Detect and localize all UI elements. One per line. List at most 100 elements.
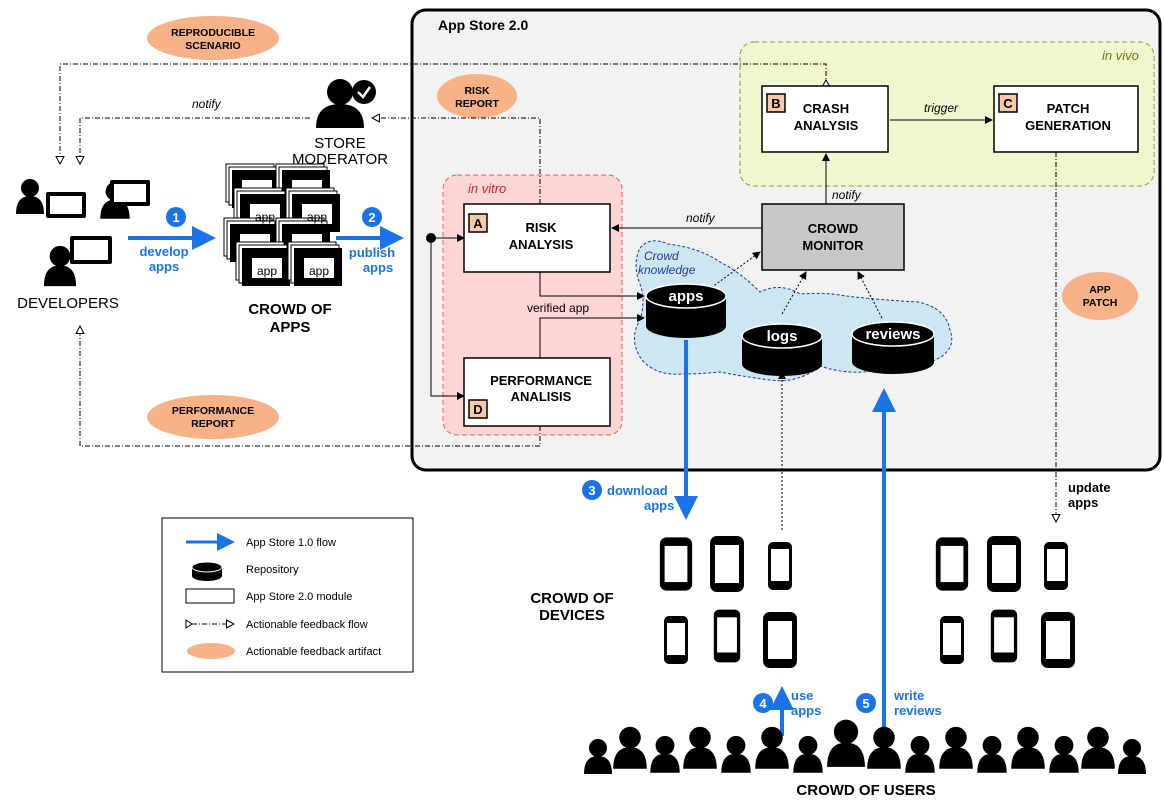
step-3-line1: download	[607, 483, 668, 498]
performance-badge: D	[473, 402, 482, 417]
flow-logs-to-monitor	[781, 271, 807, 315]
developers-icon	[16, 179, 150, 287]
flow-risk-report	[372, 118, 541, 204]
artifact-app-patch	[1062, 272, 1138, 320]
step-2-line1: publish	[349, 245, 395, 260]
moderator-icon	[316, 79, 376, 128]
flow-performance-report	[80, 326, 541, 447]
artifact-risk-report	[437, 74, 517, 118]
repository-apps: apps	[645, 283, 727, 338]
repository-reviews: reviews	[851, 321, 935, 374]
legend-label-2: Repository	[246, 564, 299, 576]
developers-label: DEVELOPERS	[17, 295, 119, 312]
step-1: 1 develop apps	[139, 207, 189, 274]
legend-artifact-swatch	[187, 643, 235, 659]
legend-label-4: Actionable feedback flow	[246, 619, 368, 631]
notify-crash-label: notify	[832, 188, 862, 202]
app-label-1: app	[255, 210, 275, 224]
performance-title-1: PERFORMANCE	[490, 373, 592, 388]
repository-apps-label: apps	[668, 288, 703, 305]
flow-reproducible-scenario	[60, 63, 827, 164]
repository-logs: logs	[741, 323, 823, 376]
app-label-4: app	[309, 264, 329, 278]
step-5: 5 write reviews	[856, 688, 942, 718]
artifact-risk-line2: REPORT	[455, 98, 499, 110]
step-3: 3 download apps	[582, 480, 674, 513]
step-2: 2 publish apps	[349, 207, 395, 275]
monitor-title-1: CROWD	[808, 221, 859, 236]
flow-moderator-notify	[80, 117, 310, 164]
moderator-label-1: STORE	[314, 135, 365, 152]
legend-module-swatch	[185, 588, 235, 604]
artifact-app-patch-line2: PATCH	[1083, 297, 1118, 309]
crowd-users-label: CROWD OF USERS	[796, 782, 935, 799]
module-crash-analysis: B CRASH ANALYSIS	[761, 85, 889, 153]
in-vitro-label: in vitro	[468, 181, 506, 196]
app-store-title: App Store 2.0	[438, 17, 528, 33]
artifact-reproducible-scenario	[147, 16, 279, 60]
patch-title-2: GENERATION	[1025, 118, 1111, 133]
performance-title-2: ANALISIS	[511, 389, 572, 404]
legend-label-3: App Store 2.0 module	[246, 591, 352, 603]
step-5-line2: reviews	[894, 703, 942, 718]
step-5-num: 5	[862, 696, 869, 711]
app-label-2: app	[307, 210, 327, 224]
repository-logs-label: logs	[767, 328, 798, 345]
step-3-line2: apps	[644, 498, 674, 513]
crowd-of-devices-right	[935, 536, 1075, 668]
step-5-line1: write	[893, 688, 924, 703]
artifact-performance-line2: REPORT	[191, 418, 235, 430]
step-4-line2: apps	[791, 703, 821, 718]
crowd-of-devices-left	[659, 536, 797, 668]
crowd-devices-label-1: CROWD OF	[530, 590, 613, 607]
publish-junction	[426, 233, 436, 243]
risk-title-1: RISK	[525, 220, 557, 235]
risk-badge: A	[473, 216, 483, 231]
patch-title-1: PATCH	[1047, 101, 1090, 116]
step-3-num: 3	[588, 483, 595, 498]
artifact-reproducible-line2: SCENARIO	[185, 40, 240, 52]
moderator-notify-label: notify	[192, 97, 222, 111]
update-apps-line2: apps	[1068, 495, 1098, 510]
artifact-performance-line1: PERFORMANCE	[172, 405, 254, 417]
crowd-knowledge-label-2: knowledge	[638, 263, 696, 277]
flow-apps-to-monitor	[707, 251, 761, 291]
module-patch-generation: C PATCH GENERATION	[993, 85, 1139, 153]
crash-badge: B	[771, 96, 780, 111]
step-2-line2: apps	[363, 260, 393, 275]
module-performance-analysis: D PERFORMANCE ANALISIS	[463, 357, 611, 427]
step-1-num: 1	[172, 210, 179, 225]
flow-reviews-to-monitor	[857, 271, 883, 319]
artifact-risk-line1: RISK	[464, 85, 490, 97]
repository-reviews-label: reviews	[865, 326, 920, 343]
step-4-num: 4	[759, 696, 767, 711]
artifact-reproducible-line1: REPRODUCIBLE	[171, 27, 255, 39]
in-vivo-label: in vivo	[1102, 48, 1139, 63]
step-1-line1: develop	[139, 244, 188, 259]
crowd-apps-label-1: CROWD OF	[248, 301, 331, 318]
legend-label-1: App Store 1.0 flow	[246, 537, 336, 549]
legend-repository-swatch	[191, 561, 223, 581]
notify-risk-label: notify	[686, 211, 716, 225]
crash-title-2: ANALYSIS	[794, 118, 859, 133]
app-label-3: app	[257, 264, 277, 278]
legend: App Store 1.0 flow Repository App Store …	[161, 517, 414, 673]
step-4-line1: use	[791, 688, 813, 703]
crash-title-1: CRASH	[803, 101, 849, 116]
step-1-line2: apps	[149, 259, 179, 274]
risk-title-2: ANALYSIS	[509, 237, 574, 252]
patch-badge: C	[1003, 96, 1013, 111]
artifact-performance-report	[147, 395, 279, 439]
module-risk-analysis: A RISK ANALYSIS	[463, 203, 611, 273]
flow-perf-to-apps	[539, 314, 645, 358]
legend-label-5: Actionable feedback artifact	[246, 646, 381, 658]
crowd-of-users-icon	[584, 719, 1146, 774]
artifact-app-patch-line1: APP	[1089, 284, 1111, 296]
flow-risk-to-apps	[539, 272, 645, 300]
trigger-label: trigger	[924, 101, 959, 115]
monitor-title-2: MONITOR	[802, 238, 864, 253]
module-crowd-monitor: CROWD MONITOR	[761, 203, 905, 271]
step-4: 4 use apps	[753, 688, 821, 718]
crowd-apps-label-2: APPS	[270, 319, 311, 336]
